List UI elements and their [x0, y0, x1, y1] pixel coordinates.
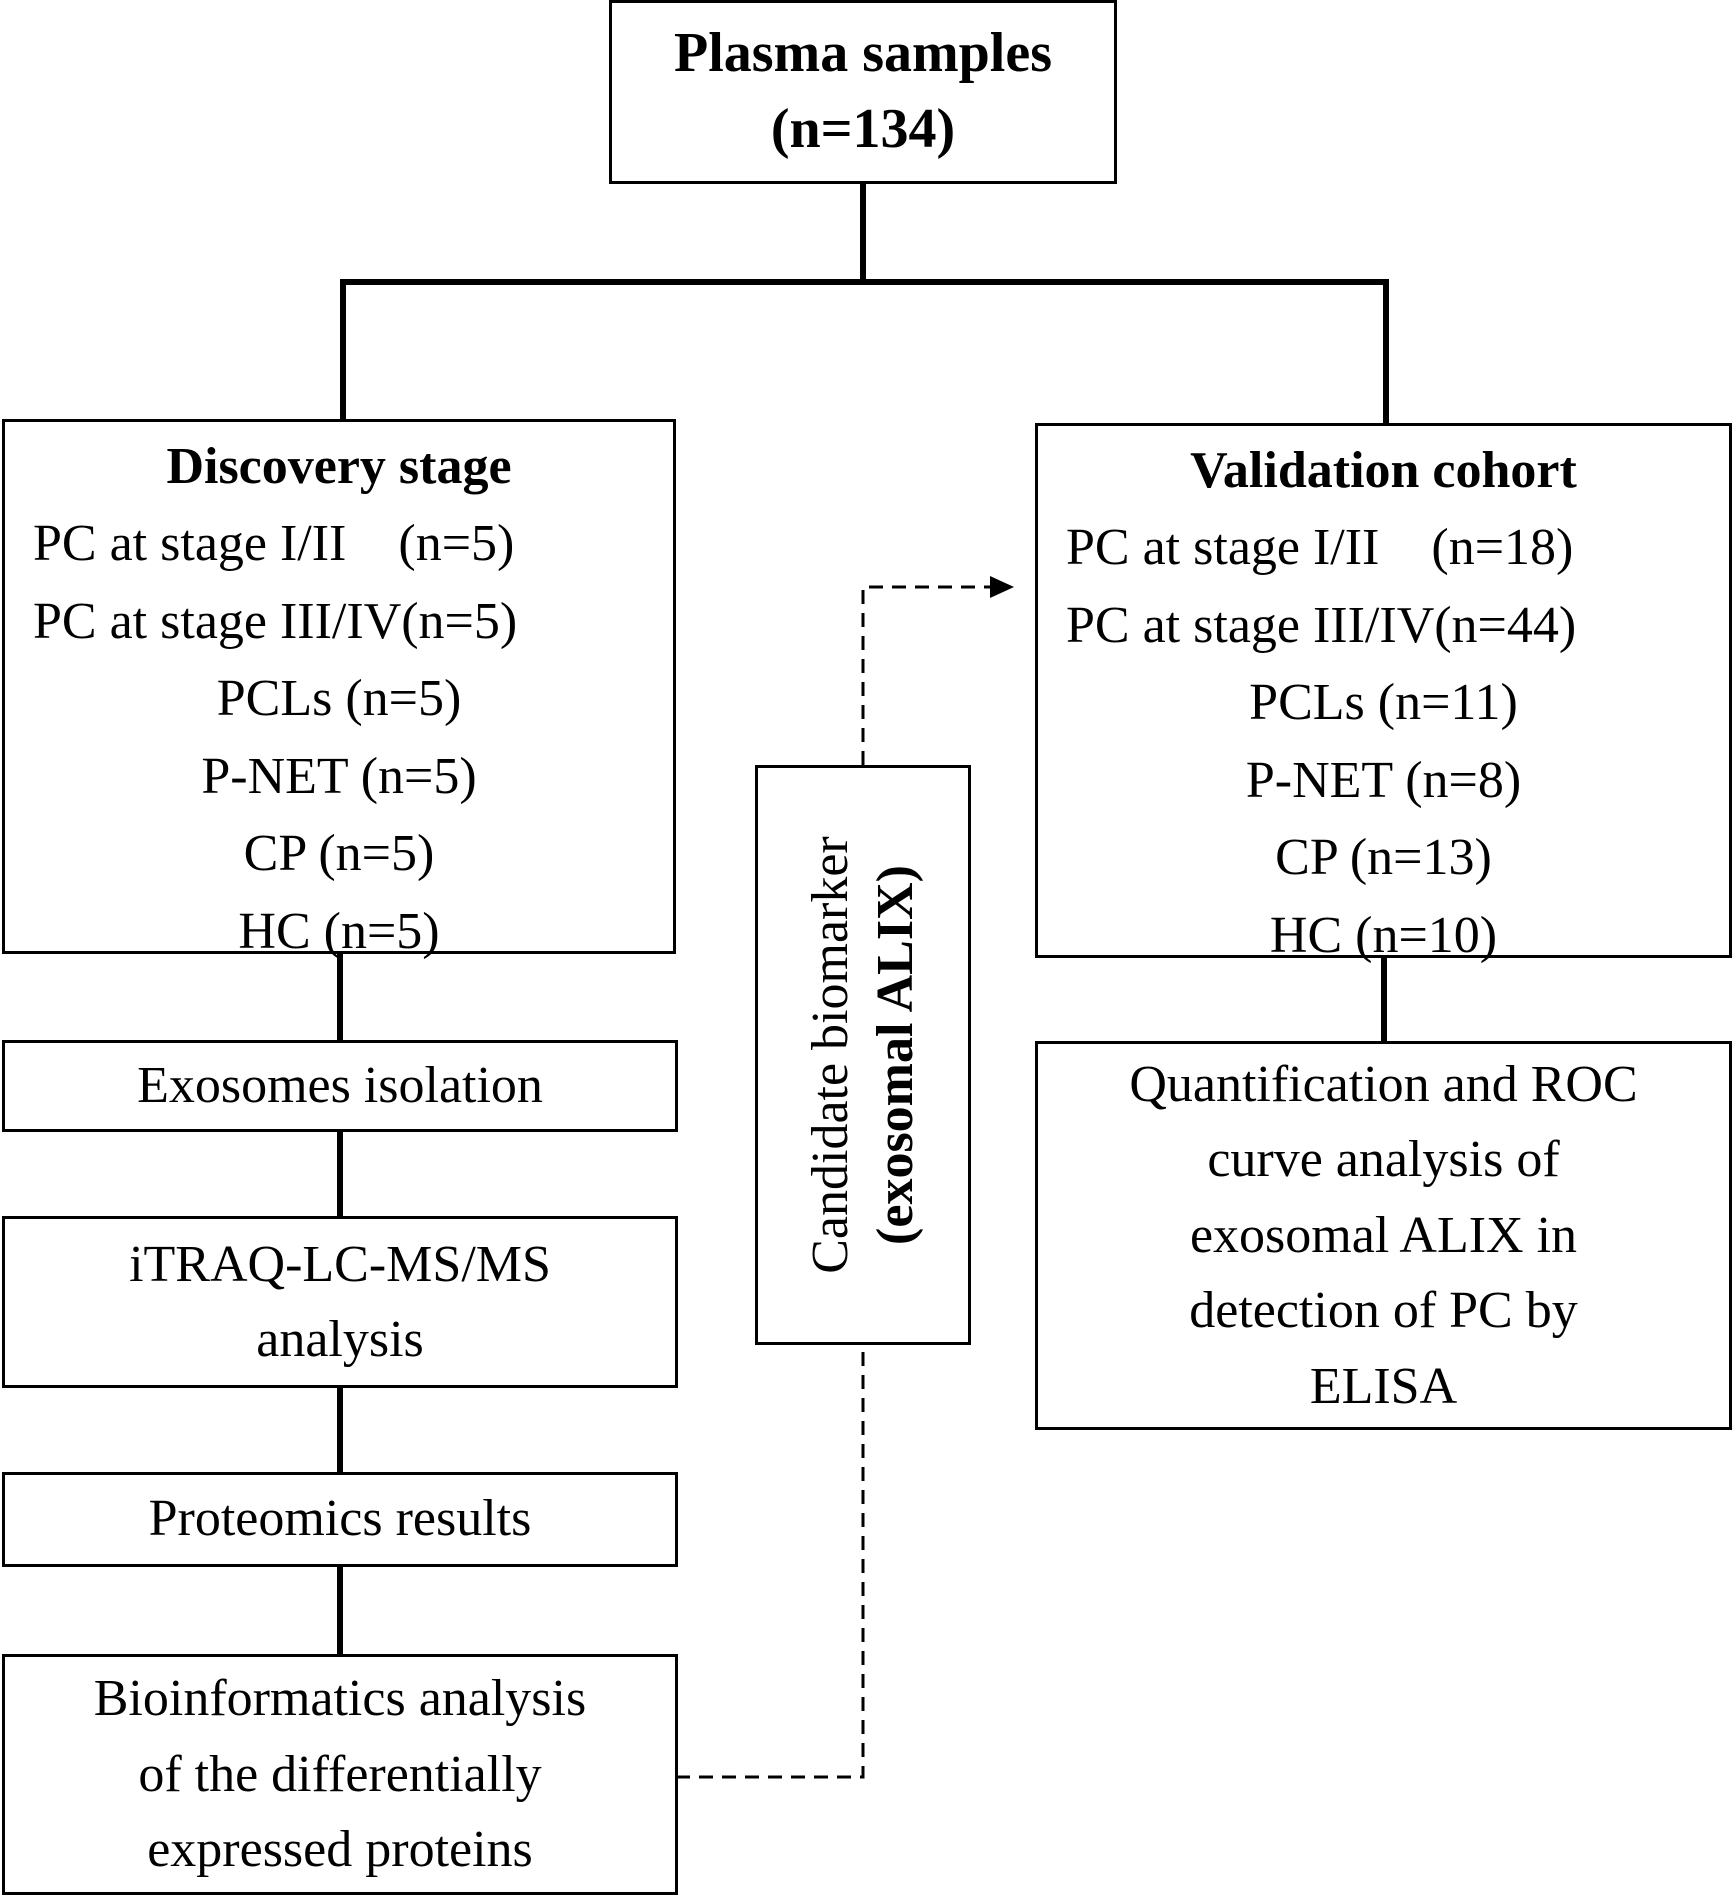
connector-validation-to-quant: [1381, 955, 1387, 1043]
proteomics-results-label: Proteomics results: [148, 1490, 532, 1548]
itraq-analysis-line1: iTRAQ-LC-MS/MS: [129, 1235, 551, 1293]
quantification-line1: Quantification and ROC: [1129, 1056, 1638, 1114]
arrow-head-icon: [990, 576, 1014, 598]
candidate-biomarker-line2: (exosomal ALIX): [867, 865, 924, 1245]
bioinformatics-line2: of the differentially: [138, 1745, 542, 1803]
proteomics-results-box: Proteomics results: [2, 1472, 678, 1567]
exosomes-isolation-box: Exosomes isolation: [2, 1040, 678, 1132]
plasma-samples-box: Plasma samples (n=134): [609, 0, 1117, 184]
validation-row-cp: CP (n=13): [1275, 829, 1492, 887]
connector-top-stem: [860, 181, 866, 282]
bioinformatics-line3: expressed proteins: [147, 1821, 533, 1879]
dashed-path-candidate-to-validation: [861, 585, 990, 765]
discovery-row-pc-late: PC at stage III/IV(n=5): [33, 592, 518, 650]
discovery-row-pc-early: PC at stage I/II (n=5): [33, 515, 515, 573]
quantification-line4: detection of PC by: [1189, 1282, 1578, 1340]
candidate-biomarker-box: Candidate biomarker (exosomal ALIX): [755, 765, 971, 1345]
validation-row-pc-late: PC at stage III/IV(n=44): [1066, 596, 1577, 654]
validation-row-pcls: PCLs (n=11): [1249, 674, 1518, 732]
exosomes-isolation-label: Exosomes isolation: [137, 1056, 543, 1114]
candidate-biomarker-text: Candidate biomarker (exosomal ALIX): [798, 836, 928, 1274]
connector-exosomes-to-itraq: [337, 1130, 343, 1218]
validation-row-pc-early: PC at stage I/II (n=18): [1066, 519, 1574, 577]
connector-itraq-to-proteomics: [337, 1386, 343, 1474]
quantification-line3: exosomal ALIX in: [1189, 1206, 1578, 1264]
validation-row-hc: HC (n=10): [1269, 906, 1498, 964]
quantification-roc-box: Quantification and ROC curve analysis of…: [1035, 1041, 1732, 1430]
validation-row-pnet: P-NET (n=8): [1245, 751, 1522, 809]
discovery-row-pnet: P-NET (n=5): [201, 747, 477, 805]
candidate-biomarker-line1: Candidate biomarker: [802, 836, 859, 1274]
discovery-row-hc: HC (n=5): [238, 902, 440, 960]
discovery-row-pcls: PCLs (n=5): [216, 670, 462, 728]
connector-branch-horizontal: [340, 279, 1389, 285]
dashed-path-bioinf-to-candidate: [676, 1350, 865, 1779]
discovery-stage-heading: Discovery stage: [166, 438, 512, 495]
itraq-analysis-line2: analysis: [256, 1311, 424, 1368]
bioinformatics-analysis-box: Bioinformatics analysis of the different…: [2, 1654, 678, 1895]
discovery-stage-box: Discovery stage PC at stage I/II (n=5) P…: [2, 419, 676, 960]
validation-cohort-heading: Validation cohort: [1190, 442, 1577, 499]
connector-proteomics-to-bioinf: [337, 1565, 343, 1656]
discovery-row-cp: CP (n=5): [243, 825, 435, 883]
connector-right-drop: [1383, 279, 1389, 426]
itraq-analysis-box: iTRAQ-LC-MS/MS analysis: [2, 1216, 678, 1388]
connector-left-drop: [340, 279, 346, 422]
connector-discovery-to-exosomes: [337, 952, 343, 1042]
quantification-line2: curve analysis of: [1207, 1131, 1560, 1189]
quantification-line5: ELISA: [1309, 1357, 1458, 1415]
bioinformatics-line1: Bioinformatics analysis: [93, 1670, 587, 1728]
plasma-samples-title: Plasma samples: [674, 22, 1052, 85]
plasma-samples-count: (n=134): [770, 98, 956, 160]
validation-cohort-box: Validation cohort PC at stage I/II (n=18…: [1035, 423, 1732, 964]
